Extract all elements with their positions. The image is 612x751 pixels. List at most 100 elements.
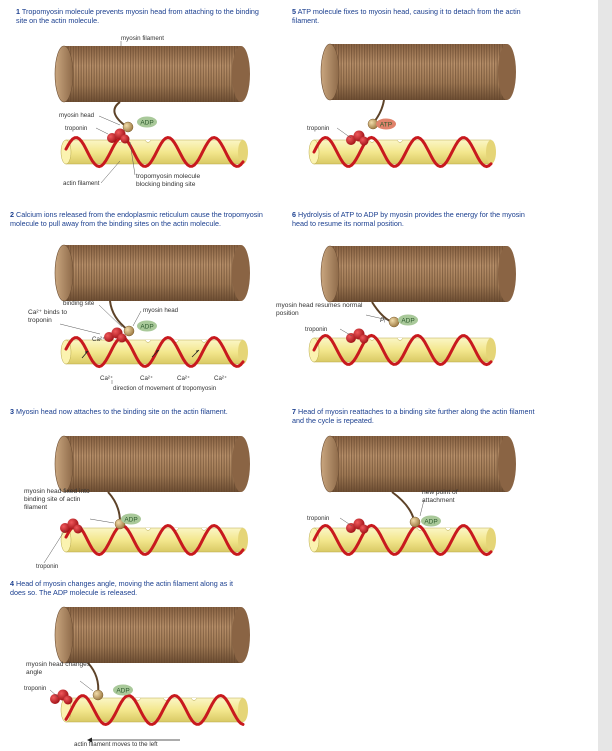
myosin-filament-left-cap: [320, 435, 340, 493]
panel-7-tropomyosin: [312, 523, 493, 557]
badge-shape: [121, 513, 141, 525]
actin-filament-right-cap: [238, 340, 248, 364]
new-point-label: new point of attachment: [422, 489, 458, 504]
panel-4-myosin-filament: [54, 606, 250, 664]
panel-3-troponin: [60, 518, 83, 534]
panel-2-adp-badge: ADP: [137, 320, 157, 332]
myosin-filament-stripes: [64, 607, 241, 663]
panel-5-myosin-filament: [320, 43, 516, 101]
myosin-filament-left-cap: [54, 45, 74, 103]
panel-6-troponin-label: troponin: [305, 326, 328, 333]
panel-4-number: 4: [10, 579, 14, 588]
binding-site-notch: [396, 139, 404, 143]
panel-7-myosin-filament: [320, 435, 516, 493]
panel-1-scene: ADP: [54, 41, 250, 184]
myosin-filament-right-end: [498, 44, 516, 100]
troponin-blob: [63, 695, 73, 705]
panel-4-tropomyosin: [64, 693, 245, 727]
panel-5-number: 5: [292, 7, 296, 16]
panel-6-number: 6: [292, 210, 296, 219]
myosin-filament-stripes: [64, 46, 241, 102]
panel-4-adp-badge: ADP: [113, 684, 133, 696]
panel-6-troponin-leader: [339, 328, 353, 337]
phosphate-label: Pᵢ: [380, 317, 385, 324]
myosin-filament-left-cap: [54, 435, 74, 493]
resumes-leader: [365, 314, 389, 321]
panel-6-title: 6 Hydrolysis of ATP to ADP by myosin pro…: [292, 210, 542, 228]
panel-2-myosin-filament: [54, 244, 250, 302]
panel-3-title: 3 Myosin head now attaches to the bindin…: [10, 407, 260, 417]
troponin-blob: [107, 133, 117, 143]
panel-5-text: ATP molecule fixes to myosin head, causi…: [292, 7, 521, 25]
actin-filament-label: actin filament: [63, 180, 100, 187]
panel-2-actin-filament: [60, 339, 248, 365]
panel-1-adp-badge: ADP: [137, 116, 157, 128]
moves-left-label: actin filament moves to the left: [74, 741, 158, 748]
movement-arrowhead: [195, 350, 199, 353]
troponin-blob: [359, 136, 369, 146]
panel-5-troponin-leader: [336, 127, 352, 139]
binding-site-notch: [190, 697, 198, 701]
panel-6-myosin-filament: [320, 245, 516, 303]
badge-label: ADP: [124, 516, 137, 523]
panel-3-scene: ADP: [43, 435, 250, 564]
troponin-blob: [117, 333, 127, 343]
panel-5-scene: ATP: [308, 43, 516, 169]
binding-site-notch: [134, 697, 142, 701]
troponin-blob: [359, 334, 369, 344]
changes-angle-label: myosin head changes angle: [26, 661, 91, 676]
ca-binds-label: Ca²⁺ binds to troponin: [28, 309, 68, 324]
panel-1-head-leader: [98, 115, 121, 126]
panel-4-troponin-label: troponin: [24, 685, 47, 692]
troponin-blob: [346, 135, 356, 145]
panel-2-troponin: [104, 327, 127, 343]
actin-filament-right-cap: [238, 140, 248, 164]
badge-label: ADP: [140, 119, 153, 126]
troponin-blob: [346, 523, 356, 533]
panel-5-title: 5 ATP molecule fixes to myosin head, cau…: [292, 7, 532, 25]
panel-5-myosin-neck: [373, 99, 385, 123]
panel-6-text: Hydrolysis of ATP to ADP by myosin provi…: [292, 210, 525, 228]
actin-filament-right-cap: [238, 528, 248, 552]
badge-shape: [113, 684, 133, 696]
actin-filament-right-cap: [486, 528, 496, 552]
panel-5-troponin-label: troponin: [307, 125, 330, 132]
panel-6-myosin-head: [388, 316, 400, 328]
binding-site-label: binding site: [63, 300, 95, 307]
actin-filament-right-cap: [238, 698, 248, 722]
binding-site-notch: [200, 339, 208, 343]
head-fixed-label: myosin head fixed into binding site of a…: [24, 488, 90, 511]
panel-1-text: Tropomyosin molecule prevents myosin hea…: [16, 7, 259, 25]
panel-2-calcium-top: Ca²⁺: [92, 336, 105, 343]
troponin-blob: [359, 524, 369, 534]
myosin-filament-right-end: [232, 46, 250, 102]
panel-7-myosin-neck: [391, 491, 415, 521]
panel-2-tropomyosin: [64, 335, 245, 369]
panel-2-calcium-1: Ca²⁺: [100, 375, 113, 382]
badge-label: ADP: [140, 323, 153, 330]
binding-site-notch: [144, 339, 152, 343]
tropomyosin-blocking-label: tropomyosin molecule blocking binding si…: [136, 173, 201, 188]
panel-7-troponin-leader: [339, 517, 353, 527]
panel-2-title: 2 Calcium ions released from the endopla…: [10, 210, 270, 228]
myosin-filament-stripes: [64, 245, 241, 301]
panel-2-myosin-head: [123, 325, 135, 337]
panel-2-text: Calcium ions released from the endoplasm…: [10, 210, 263, 228]
panel-4-myosin-head: [92, 689, 104, 701]
panel-3-myosin-filament: [54, 435, 250, 493]
binding-site-notch: [200, 527, 208, 531]
scrollbar[interactable]: [598, 0, 612, 751]
panel-5-atp-badge: ATP: [376, 118, 396, 130]
myosin-filament-left-cap: [54, 244, 74, 302]
panel-7-title: 7 Head of myosin reattaches to a binding…: [292, 407, 542, 425]
actin-filament-right-cap: [486, 338, 496, 362]
panel-2-head-leader: [132, 310, 142, 327]
badge-label: ADP: [424, 518, 437, 525]
badge-shape: [376, 118, 396, 130]
panel-7-myosin-head: [409, 516, 421, 528]
panel-2-calcium-4: Ca²⁺: [214, 375, 227, 382]
myosin-filament-left-cap: [320, 43, 340, 101]
badge-shape: [137, 116, 157, 128]
panel-6-adp-badge: ADP: [398, 314, 418, 326]
